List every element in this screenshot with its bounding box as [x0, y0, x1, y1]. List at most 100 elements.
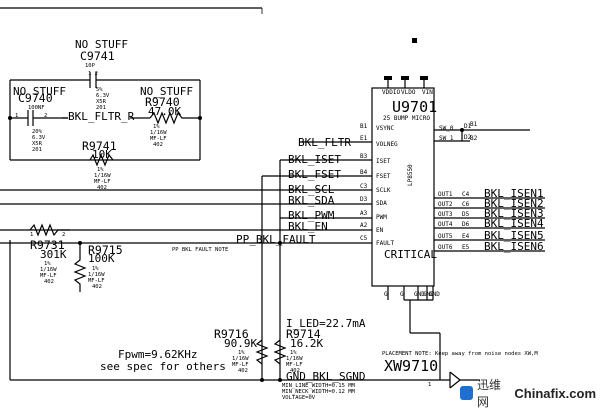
r9714-symbol — [273, 339, 287, 365]
u9701-pin-out1: OUT1 — [438, 191, 453, 198]
u9701-pin-vin: VIN — [422, 89, 433, 96]
r9740-spec-0: 1% — [153, 124, 160, 130]
net-pp-bkl-fault-note: PP BKL FAULT NOTE — [172, 247, 228, 253]
u9701-pin-out3: OUT3 — [438, 211, 453, 218]
u9701-bottom-pins — [387, 286, 441, 380]
r9715-spec-0: 1% — [92, 266, 99, 272]
r9740-value: 47.0K — [148, 105, 181, 118]
u9701-pin-vldo: VLDO — [401, 89, 416, 96]
r9731-ref: R9731 — [30, 238, 65, 252]
pin-2-left: 2 — [44, 113, 47, 119]
r9740-ref: R9740 — [145, 95, 180, 109]
c9740-ref: C9740 — [18, 91, 53, 105]
junction-fault — [278, 241, 282, 245]
r9741-spec-1: 1/16W — [94, 173, 111, 179]
r9715-value: 100K — [88, 252, 115, 265]
r9731-spec-1: 1/16W — [40, 267, 57, 273]
net-bkl-scl: BKL_SCL — [288, 183, 335, 196]
net-bkl-en: BKL_EN — [288, 220, 328, 233]
r9714-ref: R9714 — [286, 327, 321, 341]
net-gnd-bkl-sgnd: GND_BKL_SGND — [286, 370, 365, 383]
u9701-id-e1: E1 — [360, 135, 368, 142]
junction-gnd-1 — [260, 378, 264, 382]
r9715-spec-3: 402 — [92, 284, 102, 290]
net-bkl-isen5: BKL_ISEN5 — [484, 229, 544, 242]
gnd-note-1: MIN_LINE_WIDTH=0.15 MM — [282, 383, 356, 389]
r9741-ref: R9741 — [82, 139, 117, 153]
u9701-id-e5: E5 — [462, 244, 470, 251]
u9701-pin-sw0: SW_0 — [439, 125, 454, 132]
r9731-spec-0: 1% — [44, 261, 51, 267]
u9701-pin-en: EN — [376, 227, 384, 234]
isen-wires — [434, 197, 545, 252]
annotation-fpwm: Fpwm=9.62KHz — [118, 348, 197, 361]
net-bkl-sda: BKL_SDA — [288, 194, 335, 207]
r9741-value: 10K — [92, 148, 112, 161]
u9701-id-e4: E4 — [462, 233, 470, 240]
r9714-spec-0: 1% — [290, 350, 297, 356]
u9701-body — [371, 87, 435, 287]
gnd-note-3: VOLTAGE=0V — [282, 395, 316, 401]
u9701-top-pins — [384, 76, 428, 88]
r9731-symbol — [29, 223, 70, 237]
net-sw-b1: B1 — [470, 121, 478, 128]
r9716-spec-1: 1/16W — [232, 356, 249, 362]
u9701-pin-volneg: VOLNEG — [376, 141, 398, 148]
u9701-pin-sda: SDA — [376, 200, 387, 207]
u9701-pin-fset: FSET — [376, 173, 391, 180]
net-bkl-isen6: BKL_ISEN6 — [484, 240, 544, 253]
u9701-pin-pwm: PWM — [376, 214, 387, 221]
u9701-id-a2: A2 — [360, 222, 368, 229]
c-left-spec-3: 201 — [32, 147, 42, 153]
r9715-spec-1: 1/16W — [88, 272, 105, 278]
u9701-bottom-pin-2: GND — [414, 291, 425, 298]
u9701-id-a3: A3 — [360, 210, 368, 217]
u9701-id-b3: B3 — [360, 153, 368, 160]
watermark: 迅维网 Chinafix.com — [460, 378, 600, 409]
net-bkl-fset: BKL_FSET — [288, 168, 341, 181]
net-sw-b2: B2 — [470, 135, 478, 142]
r9740-spec-3: 402 — [153, 142, 163, 148]
c-left-spec-1: 6.3V — [32, 135, 46, 141]
net-bkl-pwm: BKL_PWM — [288, 209, 335, 222]
u9701-id-c5: C5 — [360, 235, 368, 242]
r9716-spec-2: MF-LF — [232, 362, 249, 368]
net-bkl-isen2: BKL_ISEN2 — [484, 197, 544, 210]
r9741-spec-3: 402 — [97, 185, 107, 191]
xw9710-note: PLACEMENT NOTE: Keep away from noise nod… — [382, 351, 538, 357]
r9716-spec-0: 1% — [238, 350, 245, 356]
net-bkl-isen3: BKL_ISEN3 — [484, 207, 544, 220]
u9701-part: LP8550 — [407, 164, 414, 186]
u9701-marker — [412, 38, 417, 43]
u9701-id-c6: C6 — [462, 201, 470, 208]
c9741-spec-0: 5% — [96, 87, 103, 93]
u9701-pin-sclk: SCLK — [376, 187, 391, 194]
c9741-spec-2: X5R — [96, 99, 107, 105]
r9715-spec-2: MF-LF — [88, 278, 105, 284]
u9701-id-c4: C4 — [462, 191, 470, 198]
r9731-pin1: 1 — [30, 232, 33, 238]
watermark-site: Chinafix.com — [514, 385, 596, 401]
xw9710-symbol — [430, 371, 480, 389]
c9741-spec-1: 6.3V — [96, 93, 110, 99]
u9701-bottom-pin-0: G — [384, 291, 388, 298]
u9701-pin-vddio: VDDIO — [382, 89, 400, 96]
r9740-spec-2: MF-LF — [150, 136, 167, 142]
c-left-spec-0: 20% — [32, 129, 43, 135]
u9701-bottom-pin-1: G — [400, 291, 404, 298]
net-bkl-isen1: BKL_ISEN1 — [484, 187, 544, 200]
u9701-pin-iset: ISET — [376, 158, 391, 165]
junction-gnd-2 — [278, 378, 282, 382]
r9731-pin2: 2 — [62, 232, 65, 238]
u9701-bottom-pin-4: GND — [429, 291, 440, 298]
c9740-title: NO STUFF — [13, 85, 66, 98]
r9716-spec-3: 402 — [238, 368, 248, 374]
r9714-spec-2: MF-LF — [286, 362, 303, 368]
c9741-title: NO STUFF — [75, 38, 128, 51]
u9701-id-d2: D2 — [464, 134, 472, 141]
r9740-symbol — [149, 111, 200, 125]
r9715-symbol — [73, 243, 87, 292]
r9731-value: 301K — [40, 248, 67, 261]
u9701-id-d1: D1 — [464, 123, 472, 130]
r9740-title: NO_STUFF — [140, 85, 193, 98]
